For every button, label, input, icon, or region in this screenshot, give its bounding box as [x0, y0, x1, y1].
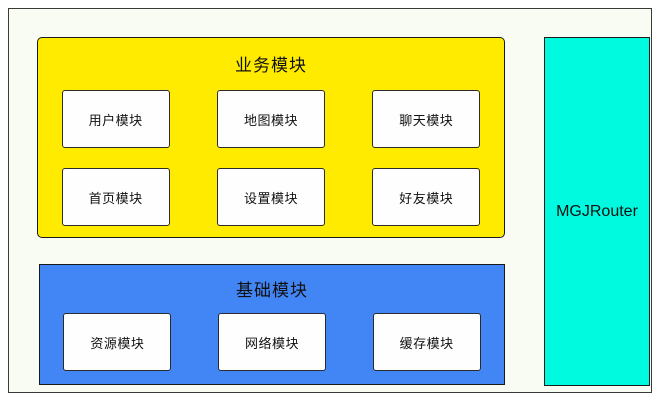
module-card-settings[interactable]: 设置模块: [216, 168, 325, 226]
module-card-cache[interactable]: 缓存模块: [372, 313, 481, 371]
module-card-home[interactable]: 首页模块: [61, 168, 170, 226]
module-row: 首页模块 设置模块 好友模块: [38, 168, 504, 226]
module-card-network[interactable]: 网络模块: [217, 313, 326, 371]
module-card-map[interactable]: 地图模块: [216, 90, 325, 148]
group-business[interactable]: 业务模块 用户模块 地图模块 聊天模块 首页模块 设置模块 好友模块: [37, 37, 505, 238]
module-card-user[interactable]: 用户模块: [61, 90, 170, 148]
diagram-outer-frame: 业务模块 用户模块 地图模块 聊天模块 首页模块 设置模块 好友模块 基础模块 …: [8, 8, 652, 393]
group-router[interactable]: MGJRouter: [544, 37, 650, 386]
group-foundation[interactable]: 基础模块 资源模块 网络模块 缓存模块: [39, 264, 505, 385]
module-card-resource[interactable]: 资源模块: [63, 313, 172, 371]
module-card-friends[interactable]: 好友模块: [372, 168, 481, 226]
module-row: 资源模块 网络模块 缓存模块: [40, 313, 504, 371]
module-card-chat[interactable]: 聊天模块: [372, 90, 481, 148]
group-foundation-title: 基础模块: [236, 281, 308, 300]
module-row: 用户模块 地图模块 聊天模块: [38, 90, 504, 148]
router-label: MGJRouter: [556, 202, 638, 220]
group-business-title: 业务模块: [235, 56, 307, 75]
